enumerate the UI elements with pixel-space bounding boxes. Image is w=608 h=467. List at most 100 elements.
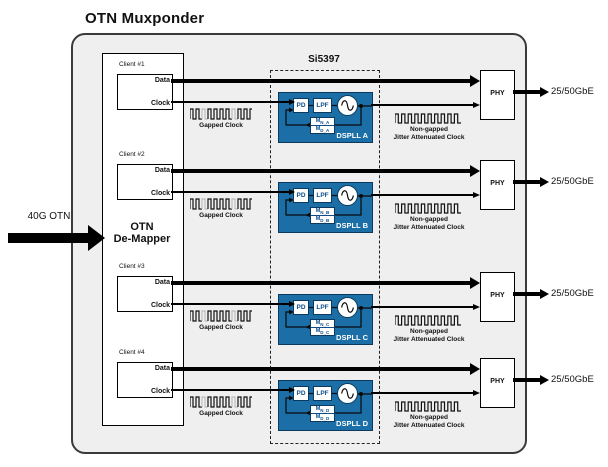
clock-arrow-icon [289, 300, 295, 307]
output-node-dot [359, 194, 363, 198]
client-label: Client #4 [119, 349, 145, 356]
attenuated-clock-arrow-icon [473, 389, 480, 396]
phy-output-arrow-icon [540, 86, 549, 97]
client-label: Client #3 [119, 263, 145, 270]
gapped-clock-waveform-icon [190, 396, 252, 408]
dspll-name: DSPLL C [336, 333, 368, 342]
nongapped-clock-label: Non-gapped Jitter Attenuated Clock [393, 414, 465, 429]
gapped-clock-line [171, 303, 290, 305]
si5397-label: Si5397 [308, 54, 340, 65]
oscillator-icon [337, 297, 358, 318]
gapped-clock-label: Gapped Clock [199, 212, 243, 219]
phase-detector-box: PD [293, 188, 309, 203]
gapped-clock-line [171, 191, 290, 193]
dspll-block: PD LPF MN_A MD_A DSPLL A [278, 92, 373, 143]
data-line [171, 79, 471, 83]
ethernet-rate-label: 25/50GbE [551, 288, 594, 299]
clock-arrow-icon [289, 98, 295, 105]
oscillator-icon [337, 95, 358, 116]
oscillator-icon [337, 383, 358, 404]
nongapped-clock-label: Non-gapped Jitter Attenuated Clock [393, 126, 465, 141]
gapped-clock-waveform-icon [190, 310, 252, 322]
data-port-label: Data [154, 279, 170, 286]
data-port-label: Data [154, 365, 170, 372]
m-divider-box: MN_B MD_B [310, 207, 335, 224]
oscillator-icon [337, 185, 358, 206]
clock-port-label: Clock [150, 388, 170, 395]
feedback-loop [285, 194, 372, 218]
loop-filter-box: LPF [313, 300, 332, 315]
input-arrow-head-icon [88, 225, 105, 251]
data-line [171, 281, 471, 285]
client-box: Data Clock [117, 276, 173, 312]
otn-demapper-label: OTN De-Mapper [113, 221, 171, 245]
phy-output-line [513, 292, 541, 296]
loop-filter-box: LPF [313, 386, 332, 401]
nongapped-clock-waveform-icon [395, 203, 461, 214]
feedback-arrow-icon [289, 309, 294, 315]
feedback-arrow-icon [289, 197, 294, 203]
m-divider-box: MN_D MD_D [310, 405, 335, 422]
nongapped-clock-waveform-icon [395, 401, 461, 412]
divider-arrow-icon [305, 410, 310, 416]
clock-port-label: Clock [150, 190, 170, 197]
phy-box: PHY [480, 272, 515, 322]
feedback-loop [285, 392, 372, 416]
dspll-name: DSPLL A [336, 131, 368, 140]
nongapped-clock-waveform-icon [395, 113, 461, 124]
input-arrow [8, 233, 88, 243]
output-node-dot [359, 104, 363, 108]
nongapped-clock-label: Non-gapped Jitter Attenuated Clock [393, 216, 465, 231]
phy-box: PHY [480, 160, 515, 210]
dspll-block: PD LPF MN_B MD_B DSPLL B [278, 182, 373, 233]
gapped-clock-line [171, 101, 290, 103]
client-box: Data Clock [117, 362, 173, 398]
gapped-clock-line [171, 389, 290, 391]
clock-port-label: Clock [150, 302, 170, 309]
diagram-title: OTN Muxponder [85, 10, 205, 27]
attenuated-clock-arrow-icon [473, 101, 480, 108]
feedback-arrow-icon [289, 107, 294, 113]
data-arrow-icon [470, 165, 480, 177]
ethernet-rate-label: 25/50GbE [551, 86, 594, 97]
phase-detector-box: PD [293, 98, 309, 113]
phase-detector-box: PD [293, 386, 309, 401]
m-divider-box: MN_C MD_C [310, 319, 335, 336]
clock-arrow-icon [289, 188, 295, 195]
data-port-label: Data [154, 167, 170, 174]
phy-box: PHY [480, 358, 515, 408]
divider-arrow-icon [305, 324, 310, 330]
gapped-clock-label: Gapped Clock [199, 122, 243, 129]
feedback-loop [285, 104, 372, 128]
attenuated-clock-line [371, 194, 473, 196]
divider-arrow-icon [305, 122, 310, 128]
phy-output-line [513, 90, 541, 94]
si5397-dashed-box [270, 70, 380, 444]
output-node-dot [359, 392, 363, 396]
gapped-clock-waveform-icon [190, 198, 252, 210]
attenuated-clock-arrow-icon [473, 191, 480, 198]
client-box: Data Clock [117, 164, 173, 200]
data-line [171, 169, 471, 173]
data-port-label: Data [154, 77, 170, 84]
client-label: Client #2 [119, 151, 145, 158]
gapped-clock-waveform-icon [190, 108, 252, 120]
m-divider-box: MN_A MD_A [310, 117, 335, 134]
data-arrow-icon [470, 277, 480, 289]
client-box: Data Clock [117, 74, 173, 110]
feedback-arrow-icon [289, 395, 294, 401]
loop-filter-box: LPF [313, 98, 332, 113]
phy-output-arrow-icon [540, 288, 549, 299]
gapped-clock-label: Gapped Clock [199, 324, 243, 331]
attenuated-clock-line [371, 392, 473, 394]
phy-output-line [513, 180, 541, 184]
phase-detector-box: PD [293, 300, 309, 315]
ethernet-rate-label: 25/50GbE [551, 176, 594, 187]
data-arrow-icon [470, 363, 480, 375]
nongapped-clock-label: Non-gapped Jitter Attenuated Clock [393, 328, 465, 343]
feedback-loop [285, 306, 372, 330]
output-node-dot [359, 306, 363, 310]
clock-arrow-icon [289, 386, 295, 393]
nongapped-clock-waveform-icon [395, 315, 461, 326]
